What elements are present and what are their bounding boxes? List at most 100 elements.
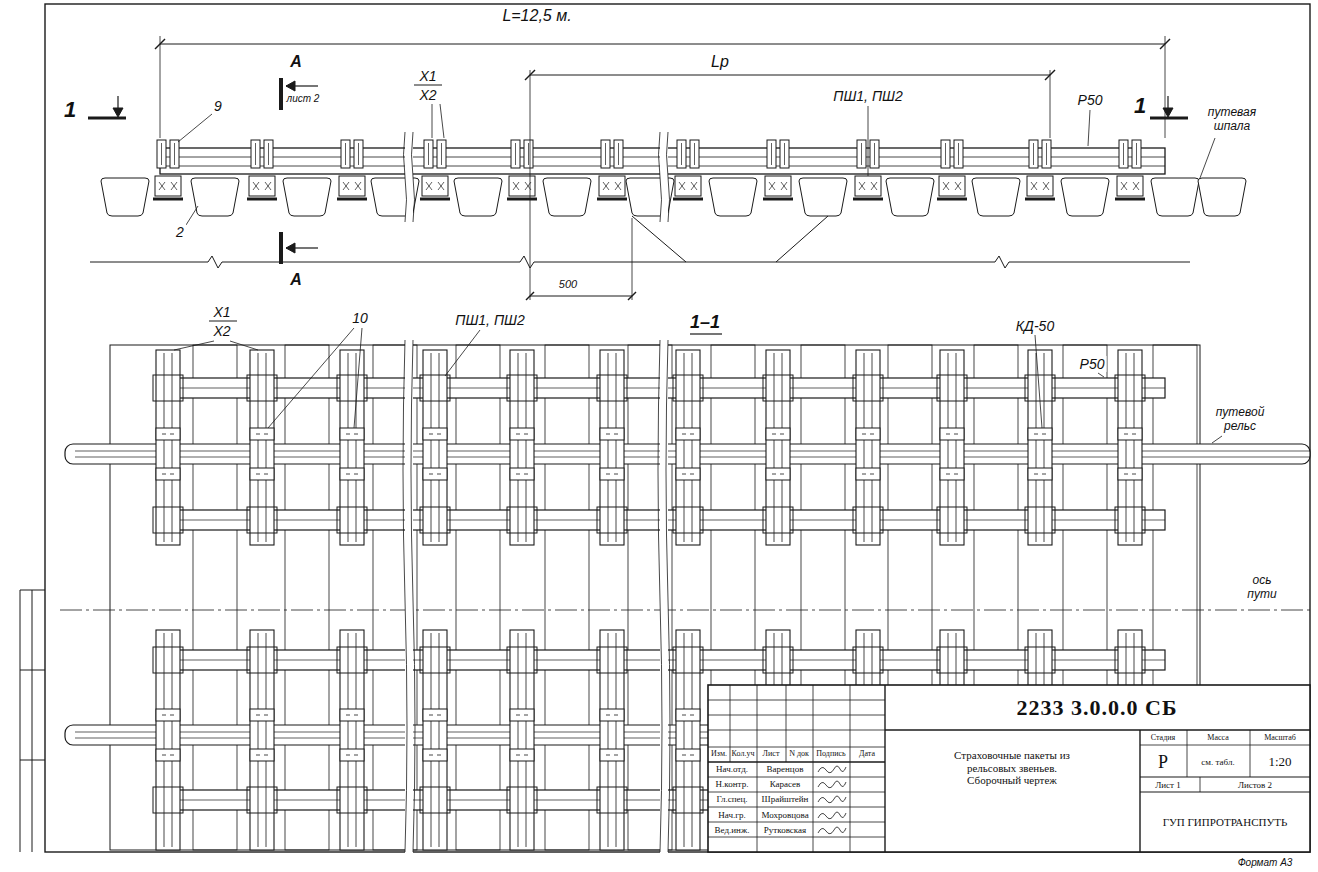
leader-line — [1088, 110, 1090, 146]
arrow-head — [113, 108, 123, 117]
bolt-mark — [1132, 434, 1136, 435]
clamp-detail — [174, 143, 175, 165]
bolt-mark — [1043, 182, 1049, 190]
rail-pad — [340, 468, 364, 480]
drawing-label: лист 2 — [285, 93, 322, 105]
bolt-mark — [1034, 474, 1038, 475]
rail-pad — [423, 709, 447, 721]
bolt-mark — [171, 182, 177, 190]
beam-flange — [337, 198, 367, 201]
bolt-mark — [682, 474, 686, 475]
ground-line — [90, 262, 208, 263]
bolt-mark — [772, 474, 776, 475]
clamp-detail — [518, 633, 519, 847]
bolt-mark — [426, 182, 432, 190]
bolt-mark — [524, 434, 528, 435]
title-block-text: Листов 2 — [1238, 780, 1272, 790]
bolt-mark — [682, 755, 686, 756]
bolt-mark — [606, 434, 610, 435]
leader-line — [186, 206, 198, 225]
title-block-rule — [708, 715, 885, 716]
clamp-detail — [348, 633, 349, 847]
rail-pad — [510, 749, 534, 761]
clamp-head — [1115, 647, 1145, 673]
drawing-label: 500 — [557, 278, 579, 291]
bolt-mark — [780, 434, 784, 435]
bolt-mark — [354, 715, 358, 716]
clamp-detail — [945, 143, 946, 165]
title-block-text: Кол.уч — [732, 749, 755, 758]
clamp-x1 — [857, 140, 866, 168]
bolt-mark — [1031, 182, 1037, 190]
title-block-text: Гл.спец. — [716, 794, 747, 804]
bolt-mark — [954, 434, 958, 435]
rail-pad — [600, 749, 624, 761]
bolt-mark — [606, 755, 610, 756]
title-block-text: ГУП ГИПРОТРАНСПУТЬ — [1163, 816, 1288, 829]
clamp-head — [673, 647, 703, 673]
title-block-text: Подпись — [816, 749, 845, 758]
clamp-plan — [600, 630, 624, 850]
clamp-head — [507, 647, 537, 673]
clamp-detail — [1033, 143, 1034, 165]
bolt-mark — [690, 434, 694, 435]
clamp-detail — [956, 353, 957, 542]
extension-line — [1165, 36, 1166, 138]
title-block-rule — [708, 761, 885, 762]
sleeper-plan — [456, 345, 500, 850]
extension-line — [160, 36, 161, 138]
break-line — [403, 340, 407, 852]
break-zigzag — [208, 256, 222, 268]
title-block-rule — [884, 685, 885, 852]
clamp-plan — [423, 630, 447, 850]
margin-stamp — [20, 590, 21, 852]
clamp-head — [763, 507, 793, 533]
title-block-text: Нач.отд. — [716, 764, 748, 774]
bolt-mark — [955, 182, 961, 190]
beam-flange — [853, 198, 883, 201]
title-block-text: Масса — [1207, 733, 1228, 742]
bolt-mark — [870, 474, 874, 475]
clamp-detail — [684, 633, 685, 847]
bolt-mark — [690, 715, 694, 716]
bolt-mark — [429, 755, 433, 756]
clamp-detail — [872, 353, 873, 542]
clamp-detail — [528, 143, 529, 165]
clamp-plan — [250, 350, 274, 545]
bolt-mark — [438, 182, 444, 190]
title-block-rule — [757, 685, 758, 852]
title-block-text: Мохровцова — [761, 810, 808, 820]
bolt-mark — [1133, 182, 1139, 190]
clamp-plan — [156, 350, 180, 545]
drawing-label: L=12,5 м. — [500, 7, 573, 25]
bolt-mark — [780, 474, 784, 475]
bolt-mark — [691, 182, 697, 190]
clamp-x2 — [954, 140, 963, 168]
title-block-rule — [708, 822, 885, 823]
signature — [818, 827, 846, 834]
beam-flange — [1115, 198, 1145, 201]
break-zigzag — [995, 256, 1009, 268]
clamp-head — [337, 507, 367, 533]
clamp-detail — [431, 353, 432, 542]
rail-pad — [250, 428, 274, 440]
bolt-mark — [1042, 434, 1046, 435]
bolt-mark — [691, 182, 697, 190]
bolt-mark — [524, 474, 528, 475]
bolt-mark — [438, 182, 444, 190]
bolt-mark — [354, 474, 358, 475]
bolt-mark — [429, 434, 433, 435]
drawing-label: 1 — [1132, 93, 1148, 118]
clamp-detail — [608, 633, 609, 847]
beam-flange — [420, 198, 450, 201]
title-block-rule — [1139, 730, 1140, 852]
bolt-mark — [516, 715, 520, 716]
bolt-mark — [253, 182, 259, 190]
title-block-text: Изм. — [711, 749, 727, 758]
clamp-head — [420, 507, 450, 533]
bolt-mark — [170, 474, 174, 475]
sleeper-elevation — [1061, 178, 1109, 216]
title-block-text: Нач.гр. — [718, 810, 745, 820]
bolt-mark — [264, 715, 268, 716]
